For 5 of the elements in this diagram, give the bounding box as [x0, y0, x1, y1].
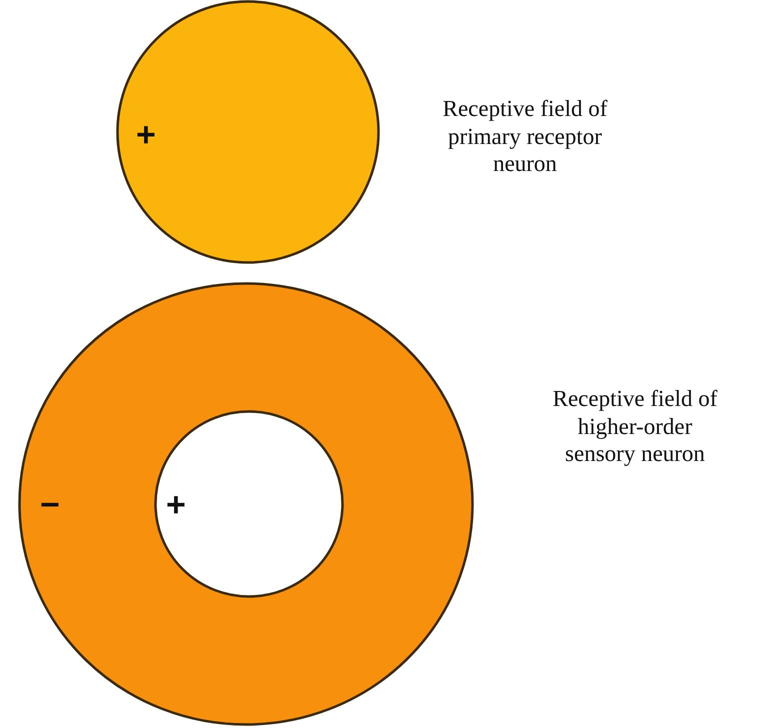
polarity-sign: +	[136, 118, 156, 152]
polarity-sign: −	[40, 488, 60, 522]
caption-text: Receptive field of primary receptor neuron	[442, 95, 608, 178]
caption-text: Receptive field of higher-order sensory neuron	[552, 385, 718, 468]
polarity-sign: +	[166, 488, 186, 522]
